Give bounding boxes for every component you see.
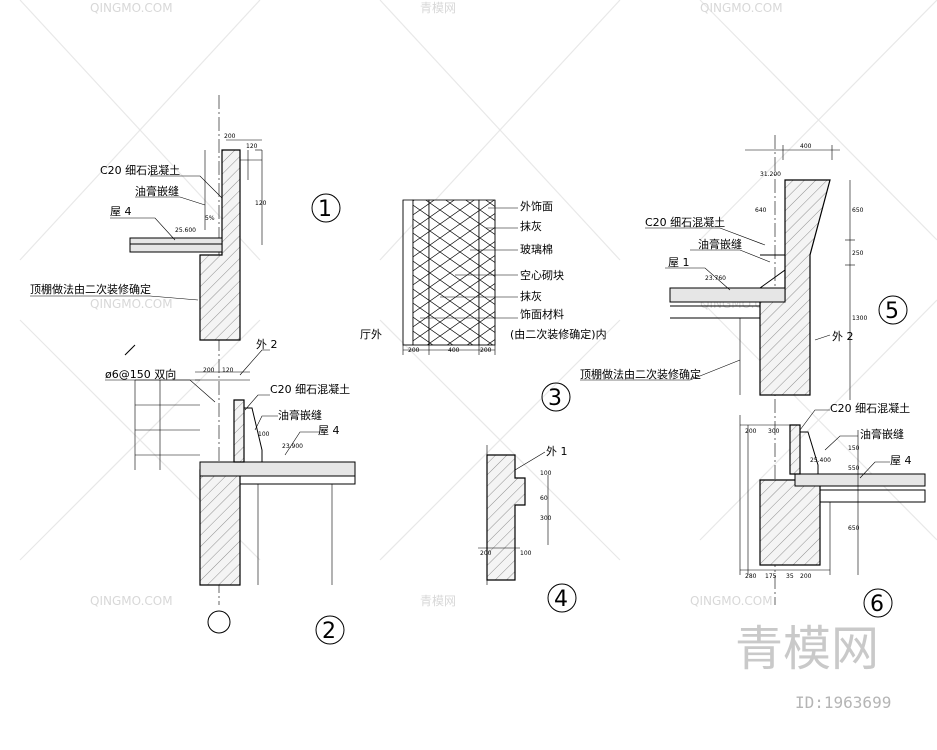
- layer-label: 空心砌块: [520, 268, 564, 282]
- detail-number-circle: [547, 583, 577, 613]
- dim-text: 100: [258, 431, 270, 438]
- dim-text: 650: [848, 525, 860, 532]
- dim-text: 200: [800, 573, 812, 580]
- dim-text: 400: [800, 143, 812, 150]
- label-oil-seal: 油膏嵌缝: [698, 237, 742, 251]
- wall-section: [486, 454, 526, 581]
- label-roof: 屋 4: [110, 205, 132, 218]
- detail-number: 5: [885, 299, 899, 324]
- dim-text: 200: [203, 367, 215, 374]
- wall-section: [759, 479, 821, 566]
- dim-text: 550: [848, 465, 860, 472]
- dim-text: 300: [768, 428, 780, 435]
- watermark-text: QINGMO.COM: [90, 1, 173, 15]
- dim-text: 23.900: [282, 443, 303, 450]
- detail-5: C20 细石混凝土 油膏嵌缝 屋 1 外 2 顶棚做法由二次装修确定 400 6…: [580, 135, 908, 605]
- label-c20: C20 细石混凝土: [645, 215, 725, 229]
- label-c20: C20 细石混凝土: [270, 382, 350, 396]
- detail-number: 6: [870, 592, 884, 617]
- watermark-text: QINGMO.COM: [700, 1, 783, 15]
- dim-text: 100: [520, 550, 532, 557]
- dim-text: 200: [480, 550, 492, 557]
- layer-label: 外饰面: [520, 199, 553, 213]
- dim-text: 650: [852, 207, 864, 214]
- dim-text: 25.600: [175, 227, 196, 234]
- dim-text: 200: [224, 133, 236, 140]
- watermark-text: 青模网: [420, 1, 456, 15]
- label-oil-seal: 油膏嵌缝: [860, 427, 904, 441]
- dim-text: 200: [745, 428, 757, 435]
- detail-4: 外 1 200 100 60 300 100 4: [478, 445, 577, 613]
- image-id: ID:1963699: [795, 693, 891, 712]
- roof-slab: [669, 287, 786, 303]
- label-c20: C20 细石混凝土: [100, 163, 180, 177]
- layer-label: 抹灰: [520, 219, 542, 233]
- detail-3: 200 400 200 外饰面 抹灰 玻璃棉 空心砌块 抹灰 饰面材料 (由二次…: [360, 199, 607, 412]
- watermark-pattern: QINGMO.COM 青模网 QINGMO.COM QINGMO.COM QIN…: [19, 0, 937, 608]
- watermark-text: 青模网: [420, 594, 456, 608]
- dim-text: 150: [848, 445, 860, 452]
- dim-text: 60: [540, 495, 548, 502]
- dim-text: 400: [448, 347, 460, 354]
- detail-number-circle: [541, 382, 571, 412]
- label-roof: 屋 1: [668, 256, 690, 269]
- detail-number-circle: [315, 615, 345, 645]
- label-c20: C20 细石混凝土: [830, 401, 910, 415]
- detail-1-2: C20 细石混凝土 油膏嵌缝 屋 4 顶棚做法由二次装修确定 200 120 1…: [30, 95, 356, 645]
- watermark-text: QINGMO.COM: [90, 297, 173, 311]
- dim-text: 35: [786, 573, 794, 580]
- dim-text: 23.760: [705, 275, 726, 282]
- dim-text: 120: [246, 143, 258, 150]
- detail-number-circle: [311, 193, 341, 223]
- detail-number: 1: [318, 197, 332, 222]
- dim-text: 200: [408, 347, 420, 354]
- label-roof: 屋 4: [318, 424, 340, 437]
- label-outer: 外 2: [832, 330, 854, 343]
- layer-label: 玻璃棉: [520, 242, 553, 256]
- roof-slab: [794, 473, 926, 487]
- dim-text: 640: [755, 207, 767, 214]
- label-oil-seal: 油膏嵌缝: [278, 408, 322, 422]
- detail-6: C20 细石混凝土 油膏嵌缝 屋 4 200 300 150 550 650 2…: [739, 401, 926, 618]
- dim-text: 280: [745, 573, 757, 580]
- label-ceiling: 顶棚做法由二次装修确定: [30, 282, 151, 296]
- dim-text: 25.400: [810, 457, 831, 464]
- label-rebar: ø6@150 双向: [105, 367, 176, 381]
- dim-text: 100: [540, 470, 552, 477]
- layer-label: 饰面材料: [520, 307, 564, 321]
- detail-number-circle: [878, 295, 908, 325]
- detail-number: 3: [548, 386, 562, 411]
- dim-text: 175: [765, 573, 777, 580]
- label-outer: 外 1: [546, 445, 568, 458]
- axis-bubble: [207, 610, 231, 634]
- roof-slab: [129, 237, 223, 253]
- parapet-wall: [199, 149, 241, 341]
- label-oil-seal: 油膏嵌缝: [135, 184, 179, 198]
- dim-text: 200: [480, 347, 492, 354]
- detail-number-circle: [863, 588, 893, 618]
- brand-logo: 青模网: [735, 621, 879, 677]
- detail-number: 2: [322, 619, 336, 644]
- watermark-text: QINGMO.COM: [90, 594, 173, 608]
- layer-label: (由二次装修确定)内: [510, 327, 607, 341]
- dim-text: 250: [852, 250, 864, 257]
- brand-watermark: 青模网 ID:1963699: [735, 621, 891, 712]
- lower-wall: [199, 469, 241, 586]
- detail-number: 4: [554, 587, 568, 612]
- layer-label: 抹灰: [520, 289, 542, 303]
- dim-text: 31.200: [760, 171, 781, 178]
- dim-text: 1300: [852, 315, 867, 322]
- dim-text: 300: [540, 515, 552, 522]
- label-outer: 外 2: [256, 338, 278, 351]
- label-ceiling: 顶棚做法由二次装修确定: [580, 367, 701, 381]
- lower-roof-slab: [199, 461, 356, 477]
- label-roof: 屋 4: [890, 454, 912, 467]
- dim-text: 120: [255, 200, 267, 207]
- side-label: 厅外: [360, 328, 382, 341]
- watermark-text: QINGMO.COM: [690, 594, 773, 608]
- dim-text: 5%: [205, 215, 215, 222]
- dim-text: 120: [222, 367, 234, 374]
